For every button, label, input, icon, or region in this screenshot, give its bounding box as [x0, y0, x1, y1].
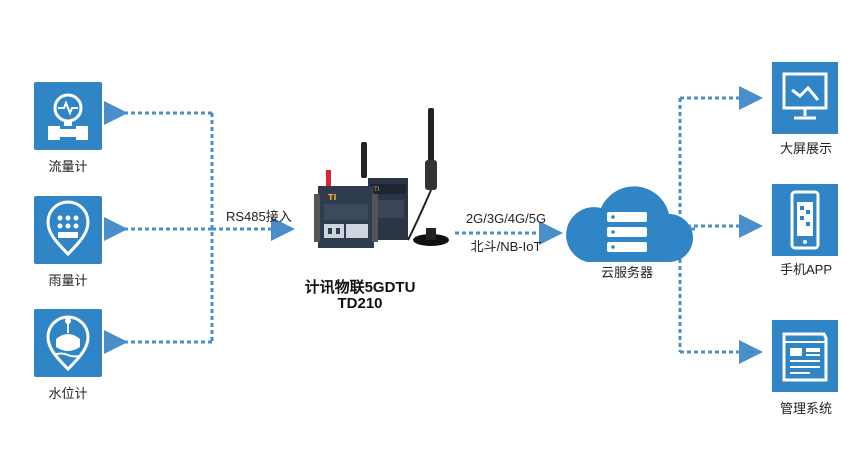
dashboard-document-icon: [782, 332, 828, 382]
rain-gauge-tile: [34, 196, 102, 264]
water-level-tile: [34, 309, 102, 377]
management-system-tile: [772, 320, 838, 392]
svg-text:TI: TI: [328, 193, 336, 202]
mobile-app-tile: [772, 184, 838, 256]
flow-meter-icon: [48, 93, 88, 140]
rain-gauge-icon: [46, 200, 90, 257]
network-label-cellular: 2G/3G/4G/5G: [465, 211, 547, 226]
cloud-server-icon: [566, 186, 693, 262]
flow-meter-label: 流量计: [48, 159, 88, 174]
network-label-beidou: 北斗/NB-IoT: [470, 239, 542, 254]
water-level-icon: [46, 315, 90, 372]
monitor-chart-icon: [782, 72, 828, 120]
big-screen-tile: [772, 62, 838, 134]
device-title-line2: TD210: [337, 295, 383, 312]
big-screen-label: 大屏展示: [779, 141, 833, 156]
mobile-app-label: 手机APP: [779, 262, 833, 277]
antenna-icon: [407, 108, 449, 246]
device-title-line1: 计讯物联5GDTU: [304, 279, 416, 296]
rain-gauge-label: 雨量计: [48, 273, 88, 288]
flow-meter-tile: [34, 82, 102, 150]
management-system-label: 管理系统: [779, 401, 833, 416]
cloud-server-label: 云服务器: [600, 265, 654, 280]
svg-text:TI: TI: [373, 186, 380, 193]
smartphone-icon: [790, 190, 820, 250]
dtu-device-image: TI TI: [314, 108, 449, 248]
dtu-device-front: TI: [314, 186, 378, 248]
water-level-label: 水位计: [48, 386, 88, 401]
rs485-link-label: RS485接入: [226, 209, 292, 224]
